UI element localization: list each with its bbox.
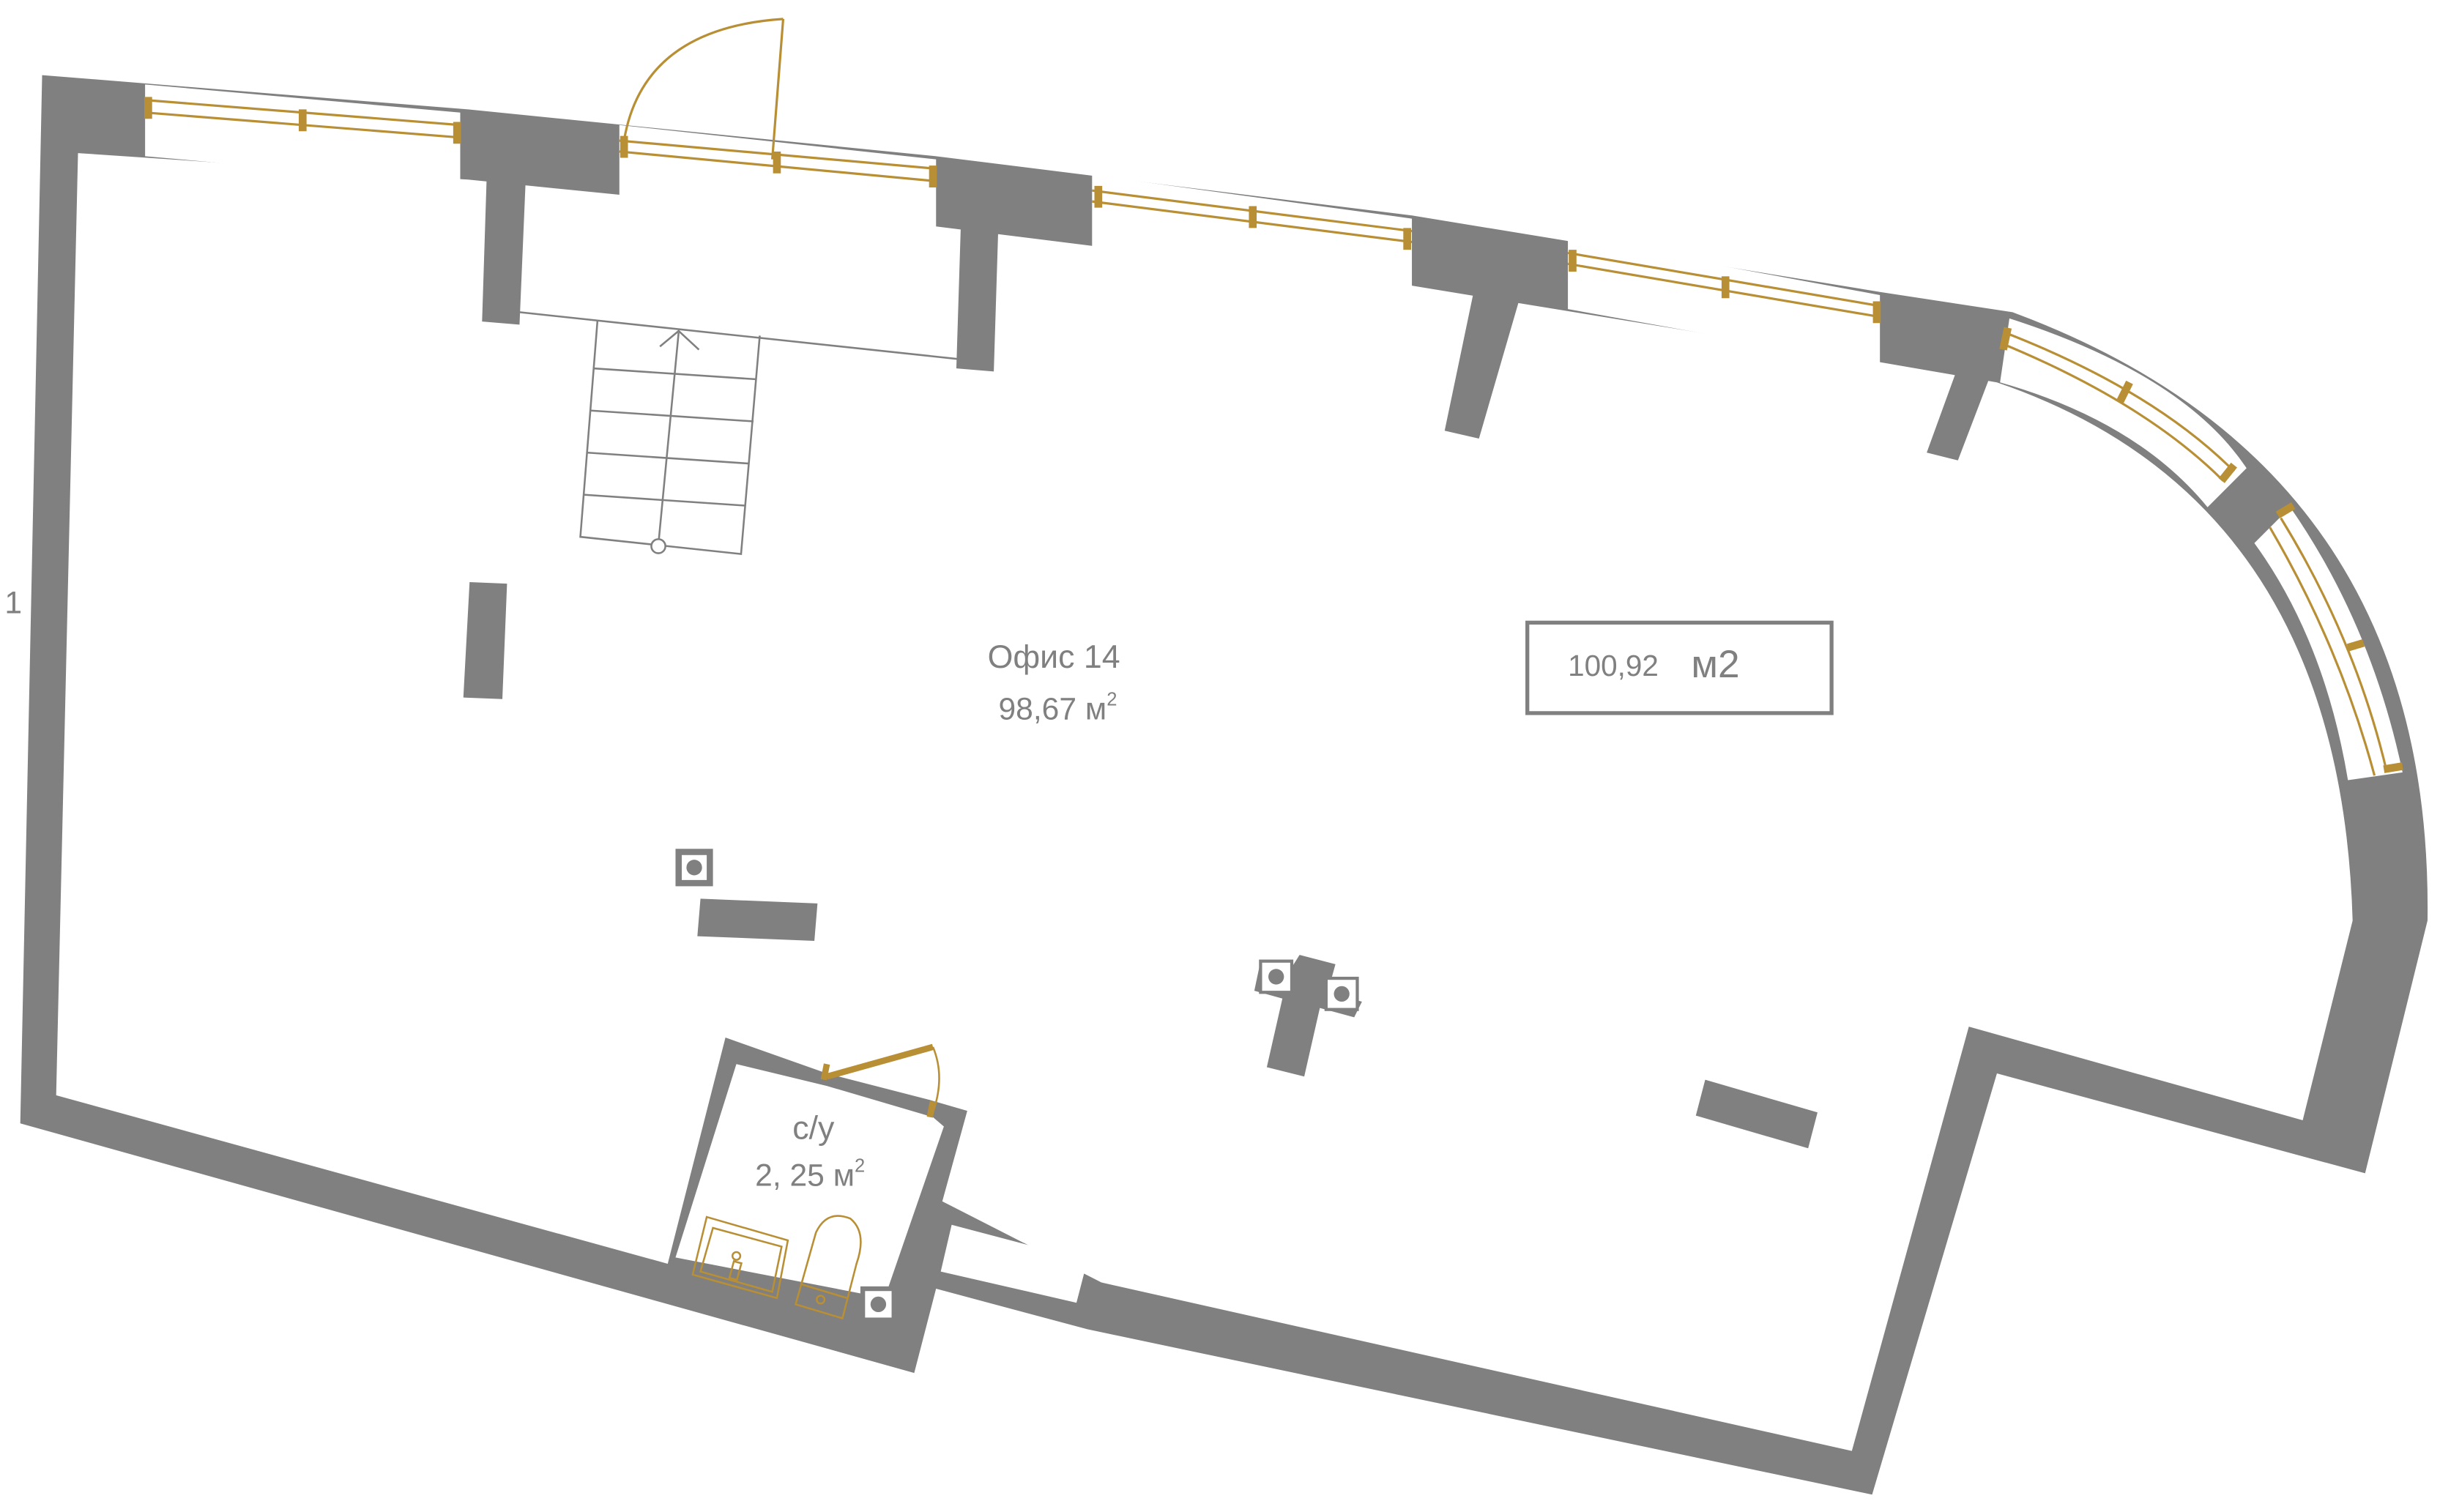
total-area-box: 100,92 м2: [1525, 620, 1834, 715]
pillars: [463, 174, 1991, 1149]
windows: [145, 84, 2403, 781]
side-label: 1: [4, 586, 22, 621]
bathroom-area-value: 2, 25 м: [755, 1158, 855, 1193]
office-area-sup: 2: [1106, 689, 1117, 710]
office-area-value: 98,67 м: [998, 691, 1106, 726]
toilet-icon: [794, 1215, 862, 1320]
bathroom-name: с/у: [792, 1111, 835, 1147]
bathroom-door: [820, 1043, 940, 1118]
total-area-value: 100,92: [1568, 649, 1659, 682]
bathroom-interior: [675, 1064, 944, 1298]
entrance-door: [622, 18, 785, 160]
office-area: 98,67 м2: [998, 689, 1117, 726]
sink-icon: [691, 1215, 789, 1300]
office-name: Офис 14: [988, 639, 1120, 675]
bathroom-area: 2, 25 м2: [755, 1155, 865, 1193]
window-mullions: [144, 97, 2403, 773]
staircase: [519, 311, 959, 556]
corridor-niche: [940, 1224, 1087, 1303]
bathroom-area-sup: 2: [855, 1155, 865, 1176]
shafts: [675, 849, 1359, 1322]
total-area-unit: м2: [1691, 643, 1739, 686]
